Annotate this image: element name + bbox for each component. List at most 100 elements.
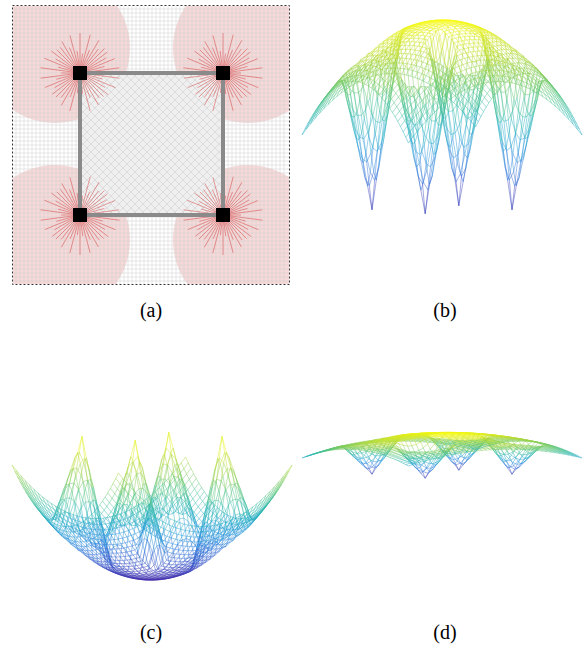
- mesh-segment: [453, 35, 456, 38]
- mesh-segment: [363, 83, 367, 99]
- mesh-segment: [416, 38, 419, 41]
- mesh-segment: [423, 62, 427, 64]
- mesh-segment: [420, 42, 424, 43]
- mesh-segment: [403, 58, 406, 63]
- mesh-segment: [369, 136, 373, 148]
- mesh-segment: [458, 41, 461, 45]
- mesh-segment: [470, 33, 473, 36]
- mesh-segment: [395, 81, 398, 84]
- mesh-segment: [410, 59, 414, 60]
- mesh-segment: [467, 63, 470, 68]
- mesh-segment: [324, 104, 328, 108]
- column-support: [216, 208, 230, 222]
- mesh-segment: [424, 52, 428, 53]
- mesh-segment: [458, 56, 461, 60]
- mesh-segment: [473, 56, 476, 61]
- mesh-segment: [421, 86, 424, 91]
- mesh-segment: [394, 103, 397, 107]
- mesh-segment: [476, 40, 479, 44]
- mesh-segment: [431, 31, 435, 32]
- mesh-segment: [373, 148, 377, 151]
- mesh-segment: [424, 81, 428, 83]
- mesh-segment: [360, 137, 364, 138]
- mesh-segment: [442, 52, 445, 62]
- mesh-segment: [402, 116, 405, 121]
- mesh-segment: [409, 70, 413, 71]
- mesh-segment: [428, 33, 432, 34]
- mesh-segment: [456, 56, 460, 72]
- mesh-segment: [418, 72, 422, 74]
- mesh-segment: [369, 113, 372, 136]
- mesh-segment: [466, 33, 469, 36]
- mesh-segment: [396, 93, 399, 97]
- column-support: [73, 208, 87, 222]
- mesh-segment: [411, 46, 414, 50]
- mesh-segment: [415, 77, 419, 79]
- mesh-segment: [423, 116, 426, 122]
- mesh-segment: [421, 56, 425, 57]
- mesh-segment: [425, 58, 429, 60]
- mesh-segment: [418, 61, 422, 62]
- mesh-segment: [403, 63, 407, 64]
- mesh-segment: [465, 58, 468, 63]
- mesh-segment: [482, 102, 486, 107]
- mesh-segment: [399, 111, 402, 116]
- mesh-segment: [469, 57, 472, 62]
- mesh-segment: [402, 45, 405, 49]
- plan-view: [0, 0, 362, 315]
- mesh-segment: [357, 115, 360, 137]
- mesh-segment: [432, 83, 435, 88]
- mesh-segment: [406, 45, 409, 49]
- mesh-segment: [421, 35, 425, 36]
- mesh-segment: [400, 63, 403, 68]
- mesh-segment: [419, 51, 423, 52]
- mesh-segment: [485, 97, 489, 102]
- mesh-segment: [310, 114, 314, 120]
- column-support: [216, 66, 230, 80]
- mesh-segment: [413, 46, 417, 47]
- mesh-segment: [366, 136, 369, 154]
- mesh-segment: [487, 93, 491, 98]
- mesh-segment: [366, 109, 369, 131]
- mesh-segment: [413, 42, 416, 46]
- mesh-segment: [465, 44, 468, 48]
- mesh-segment: [471, 40, 474, 44]
- mesh-segment: [400, 126, 403, 131]
- mesh-segment: [439, 38, 442, 52]
- mesh-segment: [419, 35, 422, 38]
- mesh-segment: [416, 42, 420, 43]
- mesh-segment: [415, 50, 419, 51]
- mesh-segment: [406, 137, 409, 143]
- mesh-segment: [429, 101, 432, 107]
- mesh-segment: [415, 33, 418, 34]
- mesh-segment: [486, 85, 490, 90]
- mesh-segment: [359, 87, 363, 93]
- mesh-segment: [425, 115, 428, 134]
- mesh-segment: [398, 97, 401, 101]
- mesh-segment: [379, 95, 382, 98]
- mesh-segment: [426, 76, 430, 78]
- mesh-segment: [395, 117, 398, 122]
- mesh-segment: [398, 122, 401, 127]
- mesh-segment: [483, 88, 487, 93]
- mesh-segment: [456, 38, 459, 41]
- mesh-segment: [391, 99, 394, 103]
- mesh-segment: [404, 69, 408, 70]
- mesh-segment: [392, 112, 395, 116]
- mesh-segment: [361, 115, 364, 138]
- mesh-segment: [324, 94, 328, 99]
- mesh-segment: [451, 133, 455, 135]
- mesh-segment: [397, 107, 400, 111]
- mesh-segment: [431, 145, 434, 154]
- mesh-segment: [452, 37, 456, 56]
- mesh-segment: [478, 43, 481, 47]
- mesh-segment: [407, 64, 411, 65]
- mesh-segment: [317, 104, 321, 110]
- mesh-segment: [354, 93, 358, 94]
- mesh-segment: [375, 134, 378, 147]
- mesh-segment: [459, 182, 463, 206]
- mesh-segment: [390, 108, 393, 112]
- mesh-segment: [411, 50, 415, 51]
